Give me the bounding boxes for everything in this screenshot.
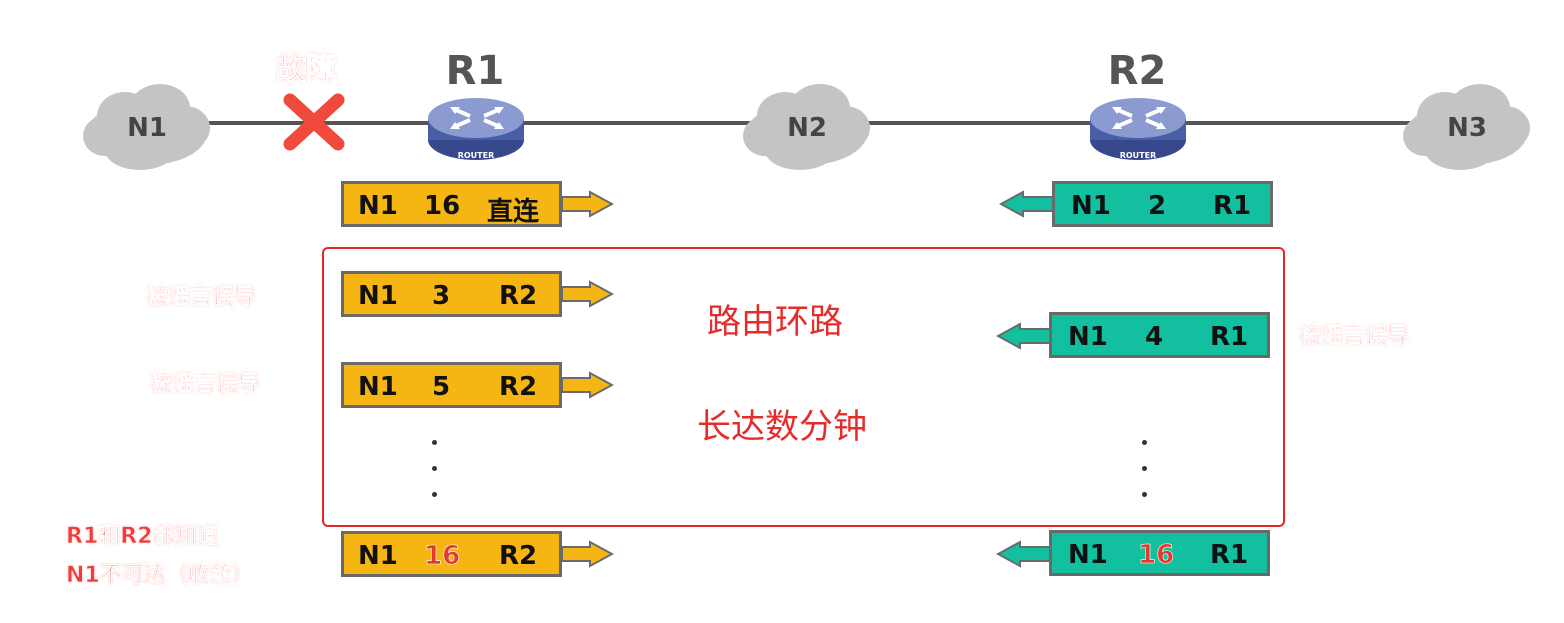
ellipsis-dot — [432, 466, 437, 471]
entry-dest: N1 — [1071, 191, 1111, 221]
convergence-label-line2: N1不可达（收敛） — [66, 563, 254, 589]
entry-next-hop: R1 — [1210, 540, 1249, 570]
link-n2-r2 — [810, 121, 1140, 125]
entry-dest: N1 — [358, 372, 398, 402]
cloud-n1-icon — [83, 84, 210, 170]
entry-dest: N1 — [1068, 540, 1108, 570]
network-label-n1: N1 — [127, 113, 167, 143]
routing-loop-box — [322, 247, 1285, 527]
arrow-left-icon — [996, 322, 1051, 350]
arrow-right-icon — [561, 280, 614, 308]
entry-next-hop: R1 — [1210, 322, 1249, 352]
fault-label: 故障 — [276, 52, 337, 88]
entry-next-hop: R2 — [499, 541, 538, 571]
duration-label: 长达数分钟 — [697, 407, 867, 447]
r1-update-entry: N1 3 R2 — [341, 271, 562, 317]
link-n1-r1 — [180, 121, 480, 125]
cloud-n2-icon — [743, 84, 870, 170]
r2-update-entry: N1 2 R1 — [1052, 181, 1273, 227]
entry-metric: 5 — [432, 372, 451, 402]
link-r2-n3 — [1140, 121, 1470, 125]
r2-update-entry: N1 4 R1 — [1049, 312, 1270, 358]
entry-dest: N1 — [358, 281, 398, 311]
router-label-r1: R1 — [445, 48, 505, 94]
router-badge: ROUTER — [458, 151, 495, 160]
ellipsis-dot — [1142, 466, 1147, 471]
misled-label: 被谣言误导 — [146, 285, 257, 311]
router-label-r2: R2 — [1107, 48, 1167, 94]
entry-dest: N1 — [1068, 322, 1108, 352]
entry-metric: 3 — [432, 281, 451, 311]
ellipsis-dot — [432, 492, 437, 497]
entry-next-hop: 直连 — [487, 197, 540, 227]
r1-update-entry: N1 16 直连 — [341, 181, 562, 227]
entry-next-hop: R1 — [1213, 191, 1252, 221]
link-r1-n2 — [480, 121, 810, 125]
convergence-label-line1: R1和R2都知道 — [66, 524, 219, 550]
router-r1-icon: ROUTER — [428, 98, 524, 160]
entry-next-hop: R2 — [499, 281, 538, 311]
misled-label: 被谣言误导 — [1299, 324, 1410, 350]
entry-metric: 16 — [1138, 540, 1175, 571]
r1-update-entry: N1 5 R2 — [341, 362, 562, 408]
entry-metric: 16 — [424, 541, 461, 572]
fault-cross-icon — [283, 93, 345, 151]
misled-label: 被谣言误导 — [150, 372, 261, 398]
entry-metric: 2 — [1148, 191, 1167, 221]
network-label-n3: N3 — [1447, 113, 1487, 143]
entry-metric: 4 — [1145, 322, 1164, 352]
arrow-right-icon — [561, 540, 614, 568]
arrow-right-icon — [561, 371, 614, 399]
entry-metric: 16 — [424, 191, 461, 221]
entry-next-hop: R2 — [499, 372, 538, 402]
r2-update-entry: N1 16 R1 — [1049, 530, 1270, 576]
routing-loop-label: 路由环路 — [707, 302, 843, 342]
r1-update-entry: N1 16 R2 — [341, 531, 562, 577]
ellipsis-dot — [432, 440, 437, 445]
arrow-right-icon — [561, 190, 614, 218]
ellipsis-dot — [1142, 492, 1147, 497]
entry-dest: N1 — [358, 191, 398, 221]
arrow-left-icon — [999, 190, 1054, 218]
ellipsis-dot — [1142, 440, 1147, 445]
network-label-n2: N2 — [787, 113, 827, 143]
arrow-left-icon — [996, 540, 1051, 568]
entry-dest: N1 — [358, 541, 398, 571]
router-r2-icon: ROUTER — [1090, 98, 1186, 160]
cloud-n3-icon — [1403, 84, 1530, 170]
router-badge: ROUTER — [1120, 151, 1157, 160]
